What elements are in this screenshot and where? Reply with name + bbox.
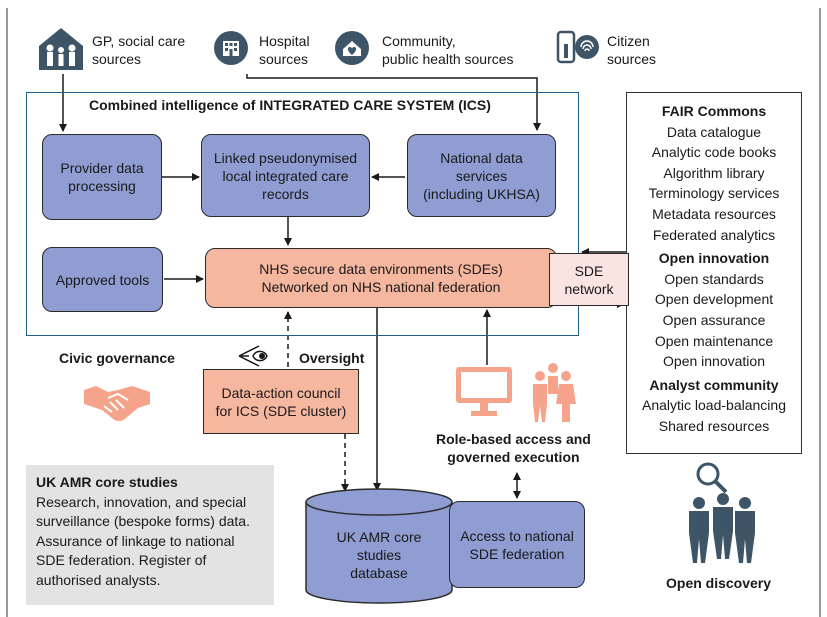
national-data-box: National data services (including UKHSA)	[407, 134, 556, 217]
database-label: UK AMR core studies database	[336, 529, 422, 581]
fair-heading: FAIR Commons	[661, 103, 767, 119]
people-icon	[533, 363, 576, 422]
fair-heading: Open innovation	[658, 250, 770, 267]
fair-item: Open innovation	[663, 353, 765, 370]
linked-records-box: Linked pseudonymised local integrated ca…	[201, 134, 370, 217]
fair-item: Open maintenance	[654, 332, 774, 349]
linked-records-label: Linked pseudonymised local integrated ca…	[213, 149, 358, 202]
arrow-hospital-to-national	[246, 74, 541, 131]
approved-tools-box: Approved tools	[42, 247, 163, 312]
access-federation-box: Access to national SDE federation	[449, 501, 585, 588]
fair-heading: Analyst community	[649, 376, 779, 393]
family-home-icon	[39, 28, 83, 70]
provider-data-box: Provider data processing	[42, 134, 162, 220]
database-cylinder	[305, 488, 453, 604]
fair-item: Algorithm library	[663, 164, 765, 181]
handshake-icon	[84, 386, 150, 421]
core-studies-title: UK AMR core studies	[36, 474, 178, 490]
provider-data-label: Provider data processing	[60, 160, 144, 194]
role-based-label: Role-based access and governed execution	[436, 431, 591, 465]
data-action-council-label: Data-action council for ICS (SDE cluster…	[215, 384, 347, 419]
access-federation-label: Access to national SDE federation	[460, 527, 574, 562]
phone-fingerprint-icon	[556, 30, 599, 64]
national-data-label: National data services (including UKHSA)	[423, 149, 540, 202]
eye-icon	[238, 345, 268, 367]
fair-item: Metadata resources	[652, 205, 776, 222]
ics-frame	[26, 92, 579, 336]
source-citizen: Citizen sources	[607, 33, 657, 67]
fair-item: Analytic load-balancing	[642, 397, 786, 414]
monitor-icon	[456, 367, 512, 416]
magnifier-icon	[696, 462, 728, 494]
source-community: Community, public health sources	[382, 33, 514, 67]
fair-item: Terminology services	[648, 185, 780, 202]
fair-item: Federated analytics	[652, 226, 776, 243]
ics-title: Combined intelligence of INTEGRATED CARE…	[89, 97, 491, 113]
fair-item: Analytic code books	[651, 144, 777, 161]
fair-item: Shared resources	[658, 417, 770, 434]
core-studies-panel: UK AMR core studies Research, innovation…	[26, 465, 274, 605]
fair-item: Data catalogue	[666, 123, 762, 140]
fair-item: Open development	[654, 291, 774, 308]
core-studies-body: Research, innovation, and special survei…	[36, 493, 250, 588]
database-label-box: UK AMR core studies database	[306, 520, 452, 590]
hospital-icon	[214, 31, 248, 65]
fair-item: Open standards	[664, 270, 764, 287]
open-discovery-label: Open discovery	[666, 575, 772, 591]
fair-item: Open assurance	[662, 311, 766, 328]
data-action-council-box: Data-action council for ICS (SDE cluster…	[203, 369, 359, 434]
approved-tools-label: Approved tools	[55, 271, 150, 288]
group-icon	[689, 493, 755, 563]
sde-network-label: SDE network	[564, 262, 614, 297]
source-gp: GP, social care sources	[92, 33, 186, 67]
sde-box: NHS secure data environments (SDEs) Netw…	[205, 248, 557, 308]
community-icon	[335, 31, 369, 65]
oversight-label: Oversight	[299, 350, 365, 366]
sde-network-box: SDE network	[549, 253, 629, 306]
sde-label: NHS secure data environments (SDEs) Netw…	[259, 261, 503, 295]
civic-governance-label: Civic governance	[59, 350, 175, 366]
source-hospital: Hospital sources	[259, 33, 310, 67]
